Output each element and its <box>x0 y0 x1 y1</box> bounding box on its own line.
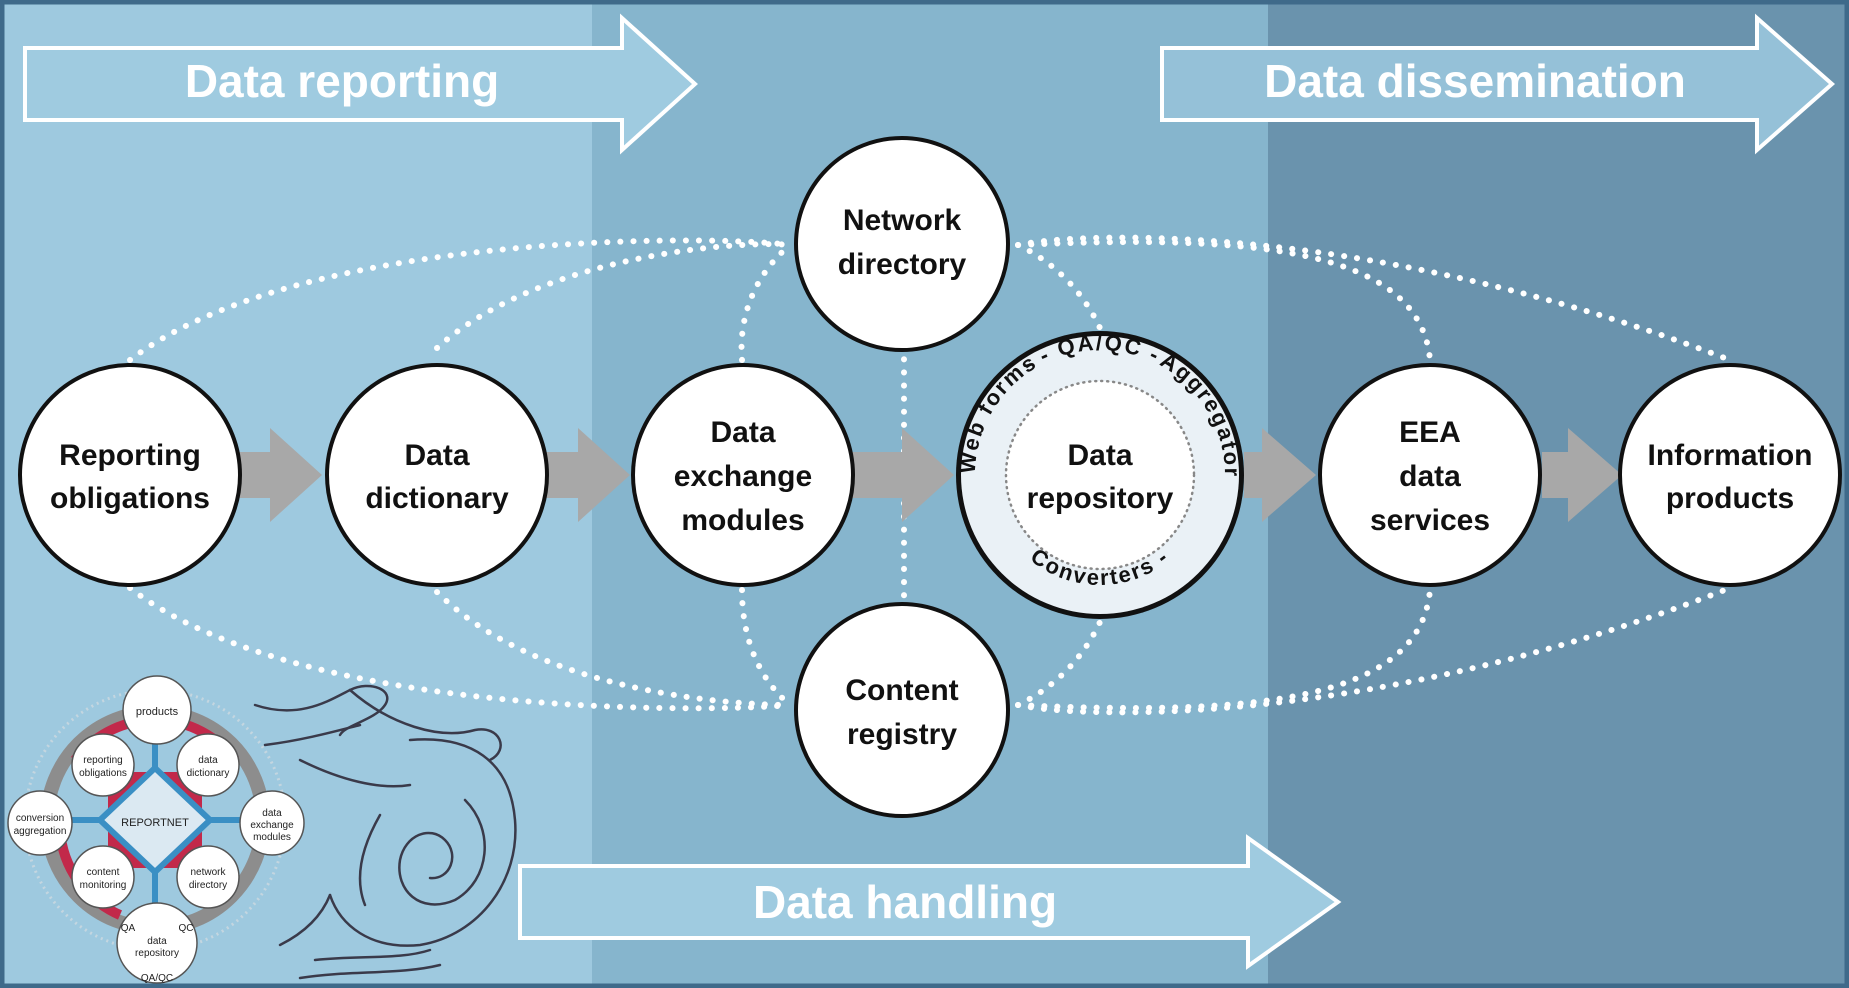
svg-text:obligations: obligations <box>79 768 127 779</box>
svg-text:modules: modules <box>681 504 804 537</box>
svg-text:exchange: exchange <box>250 820 294 831</box>
svg-text:aggregation: aggregation <box>14 826 67 837</box>
reportnet-mini-diagram: REPORTNET products reporting obligations… <box>7 675 305 984</box>
node-data-dictionary: Data dictionary <box>325 363 549 587</box>
svg-text:modules: modules <box>253 832 291 843</box>
svg-text:content: content <box>87 867 120 878</box>
mini-node-products: products <box>122 675 192 745</box>
node-information-products: Information products <box>1618 363 1842 587</box>
svg-text:data: data <box>198 755 218 766</box>
mini-node-data-dictionary: data dictionary <box>176 733 240 797</box>
hand-net-sketch-image <box>253 684 517 980</box>
svg-text:services: services <box>1370 504 1490 537</box>
node-content-registry: Content registry <box>794 602 1010 818</box>
svg-text:network: network <box>190 867 226 878</box>
svg-text:products: products <box>1666 482 1794 515</box>
svg-text:directory: directory <box>838 248 967 281</box>
mini-node-data-exchange-modules: data exchange modules <box>239 790 305 856</box>
svg-text:QA/QC: QA/QC <box>141 973 173 984</box>
mini-node-network-directory: network directory <box>176 845 240 909</box>
node-eea-data-services: EEA data services <box>1318 363 1542 587</box>
svg-text:obligations: obligations <box>50 482 210 515</box>
data-reporting-label: Data reporting <box>185 55 499 107</box>
flow-arrow-4 <box>1244 428 1316 522</box>
data-dissemination-label: Data dissemination <box>1264 55 1686 107</box>
svg-text:Data: Data <box>710 416 775 449</box>
svg-text:reporting: reporting <box>83 755 122 766</box>
svg-text:dictionary: dictionary <box>187 768 230 779</box>
node-network-directory: Network directory <box>794 136 1010 352</box>
svg-text:data: data <box>262 808 282 819</box>
svg-text:monitoring: monitoring <box>80 880 127 891</box>
flow-arrow-1 <box>238 428 322 522</box>
mini-node-data-repository: QA QC data repository QA/QC <box>116 902 198 984</box>
data-dissemination-banner: Data dissemination <box>1160 13 1836 155</box>
svg-text:registry: registry <box>847 718 957 751</box>
svg-text:products: products <box>136 706 179 718</box>
data-reporting-banner: Data reporting <box>23 13 698 155</box>
svg-text:data: data <box>1399 460 1461 493</box>
mini-center-label: REPORTNET <box>121 817 189 829</box>
svg-text:dictionary: dictionary <box>365 482 509 515</box>
svg-text:Information: Information <box>1648 439 1813 472</box>
svg-text:repository: repository <box>1027 482 1174 515</box>
svg-text:directory: directory <box>189 880 227 891</box>
svg-text:Network: Network <box>843 204 962 237</box>
dotted-connections <box>127 234 1733 716</box>
mini-node-reporting-obligations: reporting obligations <box>71 733 135 797</box>
svg-text:QA: QA <box>121 923 136 934</box>
data-handling-label: Data handling <box>753 876 1057 928</box>
flow-arrow-5 <box>1542 428 1622 522</box>
svg-text:Data: Data <box>1067 439 1132 472</box>
svg-text:exchange: exchange <box>674 460 812 493</box>
svg-text:Reporting: Reporting <box>59 439 201 472</box>
mini-node-conversion-aggregation: conversion aggregation <box>7 790 73 856</box>
svg-text:repository: repository <box>135 948 179 959</box>
svg-text:conversion: conversion <box>16 813 64 824</box>
svg-text:Data: Data <box>404 439 469 472</box>
flow-arrow-2 <box>545 428 630 522</box>
svg-text:EEA: EEA <box>1399 416 1461 449</box>
mini-node-content-monitoring: content monitoring <box>71 845 135 909</box>
svg-text:QC: QC <box>179 923 194 934</box>
data-handling-banner: Data handling <box>518 834 1342 970</box>
flow-arrow-3 <box>852 428 954 522</box>
node-data-exchange-modules: Data exchange modules <box>631 363 855 587</box>
svg-text:Content: Content <box>845 674 958 707</box>
node-reporting-obligations: Reporting obligations <box>18 363 242 587</box>
svg-text:data: data <box>147 936 167 947</box>
flow-arrows <box>238 428 1622 522</box>
